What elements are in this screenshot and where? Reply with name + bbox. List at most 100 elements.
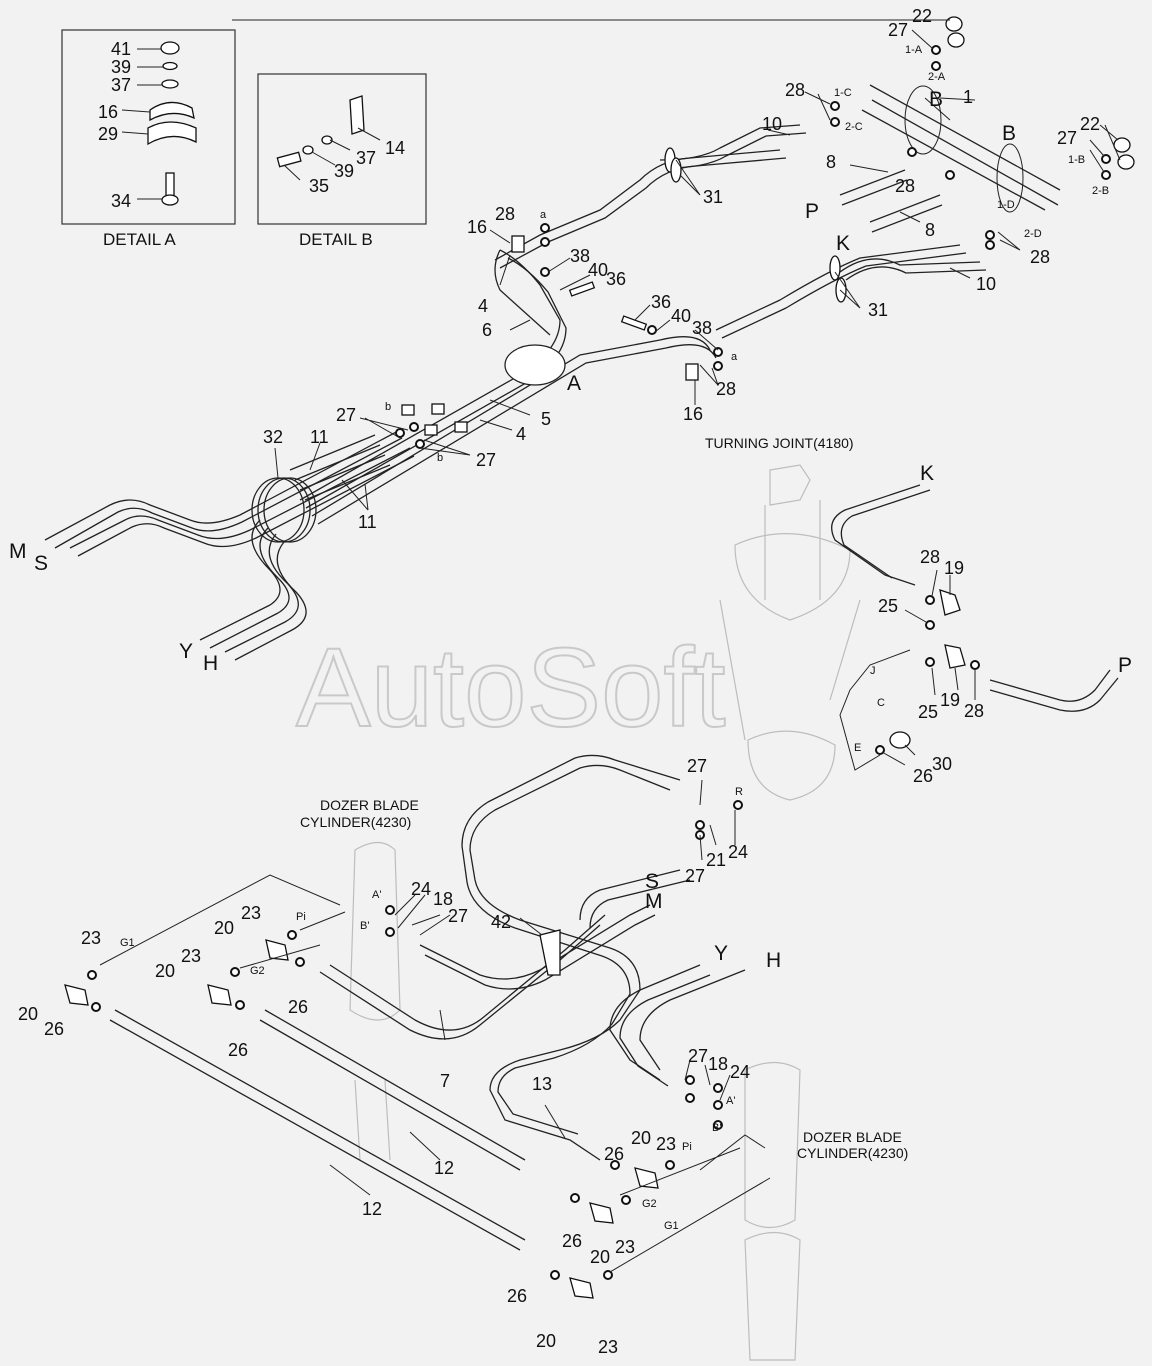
port-label-lb1: b [385,401,391,413]
dozer-cylinder-right-outline [744,1061,801,1361]
detail-b-callout-ellipse-2 [996,143,1024,213]
part-number-p40b: 40 [671,306,691,326]
part-number-p10b: 10 [976,274,996,294]
line-letter-LS1: S [34,552,48,575]
part-number-p26d: 26 [228,1040,248,1060]
part-number-p36a: 36 [606,269,626,289]
part-number-p38a: 38 [570,246,590,266]
part-number-p28a: 28 [785,80,805,100]
detail-a-callout-ellipse [504,344,566,386]
watermark: AutoSoft [296,625,726,750]
part-number-p23b: 23 [241,903,261,923]
part-number-p31b: 31 [868,300,888,320]
port-label-lG2a: G2 [250,965,265,977]
part-number-p18a: 18 [433,889,453,909]
part-number-p1: 1 [963,87,973,107]
part-number-p27b: 27 [1057,128,1077,148]
detail-b-leaders [283,127,381,181]
lower-pipe-harness [64,754,771,1299]
detail-b-part-39: 39 [334,161,354,181]
detail-a-part-16: 16 [98,102,118,122]
part-number-p6: 6 [482,320,492,340]
part-number-p27a: 27 [888,20,908,40]
port-label-l1A: 1-A [905,44,923,56]
line-letter-LM1: M [9,540,27,563]
detail-b-caption: DETAIL B [299,230,373,249]
detail-b-callout-ellipse-1 [904,85,942,155]
upper-fittings [395,16,1135,449]
port-label-la2: a [731,351,738,363]
detail-a-leaders [121,48,163,200]
part-number-p10a: 10 [762,114,782,134]
detail-a-part-37: 37 [111,75,131,95]
part-number-p36b: 36 [651,292,671,312]
port-label-lB1: B' [360,920,369,932]
number-leader-lines [232,19,1121,1196]
line-letter-LH1: H [203,652,218,675]
part-number-labels: 2227128108222728831281638403646364038283… [18,6,1100,1357]
part-number-p13: 13 [532,1074,552,1094]
part-number-p24c: 24 [730,1062,750,1082]
part-number-p25b: 25 [918,702,938,722]
part-number-p7: 7 [440,1071,450,1091]
part-number-p4b: 4 [516,424,526,444]
dozer-blade-left-caption-2: CYLINDER(4230) [300,814,411,830]
port-label-l2C: 2-C [845,121,863,133]
part-number-p20b: 20 [155,961,175,981]
dozer-blade-right-caption-2: CYLINDER(4230) [797,1145,908,1161]
part-number-p26c: 26 [44,1019,64,1039]
part-number-p22a: 22 [912,6,932,26]
detail-a-caption: DETAIL A [103,230,176,249]
line-letter-LY2: Y [714,942,728,965]
part-number-p12b: 12 [362,1199,382,1219]
part-number-p23e: 23 [615,1237,635,1257]
part-number-p5: 5 [541,409,551,429]
port-label-lR: R [735,786,743,798]
part-number-p42: 42 [491,912,511,932]
line-letter-LK1: K [836,232,850,255]
port-label-l1D: 1-D [997,199,1015,211]
dozer-blade-left-caption-1: DOZER BLADE [320,797,419,813]
detail-a-frame [61,29,236,225]
line-letter-LB1: B [929,88,943,111]
part-number-p28f: 28 [920,547,940,567]
port-label-lb2: b [437,452,443,464]
detail-a-part-39: 39 [111,57,131,77]
port-label-lG2b: G2 [642,1198,657,1210]
port-labels: 1-A2-A1-C2-C1-B2-B1-D2-DaabbJCERA'B'PiG1… [120,44,1109,1232]
detail-a-part-41: 41 [111,39,131,59]
part-number-p8b: 8 [925,220,935,240]
line-letter-LA: A [567,372,581,395]
part-number-p20c: 20 [18,1004,38,1024]
line-letter-LB2: B [1002,122,1016,145]
turning-joint-outline [719,464,861,801]
turning-joint-caption: TURNING JOINT(4180) [705,435,854,451]
upper-pipe-harness [44,84,1061,661]
part-number-p16b: 16 [683,404,703,424]
part-number-p28e: 28 [1030,247,1050,267]
part-number-p26e: 26 [604,1144,624,1164]
part-number-p23c: 23 [181,946,201,966]
part-number-p30: 30 [932,754,952,774]
part-number-p24b: 24 [411,879,431,899]
part-number-p27f: 27 [685,866,705,886]
part-number-p21: 21 [706,850,726,870]
detail-a-part-34: 34 [111,191,131,211]
part-number-p19b: 19 [940,690,960,710]
line-letter-LY1: Y [179,640,193,663]
part-number-p40a: 40 [588,260,608,280]
detail-a-numbers: 41 39 37 16 29 34 [98,39,131,211]
part-number-p27d: 27 [476,450,496,470]
part-number-p28c: 28 [495,204,515,224]
part-number-p26g: 26 [507,1286,527,1306]
port-label-lA2: A' [726,1095,735,1107]
part-number-p23a: 23 [81,928,101,948]
detail-b-part-37: 37 [356,148,376,168]
part-number-p20e: 20 [590,1247,610,1267]
part-number-p20d: 20 [631,1128,651,1148]
part-number-p16a: 16 [467,217,487,237]
part-number-p38b: 38 [692,318,712,338]
detail-a-part-29: 29 [98,124,118,144]
